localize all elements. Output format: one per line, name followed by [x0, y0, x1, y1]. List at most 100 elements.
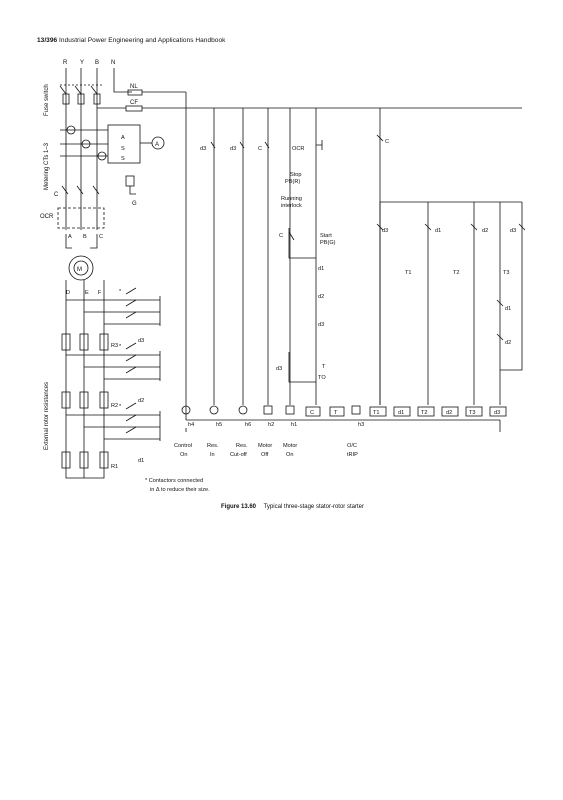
lamp-h3: h3: [358, 422, 364, 428]
start-pb-1: Start: [320, 233, 332, 239]
stop-pb-2: PB(R): [285, 179, 300, 185]
note-line-1: * Contactors connected: [145, 478, 203, 484]
contact-rd: d3: [510, 228, 516, 234]
ocr-label: OCR: [40, 214, 54, 220]
ammeter-label: A: [155, 142, 159, 148]
lamp-h2: h2: [268, 422, 274, 428]
lamp-h6: h6: [245, 422, 251, 428]
ctr-d2: d2: [138, 398, 144, 404]
phase-y: Y: [80, 60, 84, 66]
label-motor-off-2: Off: [261, 452, 269, 458]
indicator-lamps: h4 h5 h6 h2 h1 h3: [181, 405, 364, 428]
motor-label: M: [77, 267, 82, 273]
nl-label: NL: [130, 84, 138, 90]
power-circuit: R Y B N NL CF A S S A: [40, 60, 186, 479]
fuse-switch-label: Fuse switch: [44, 84, 50, 116]
contact-d1: d1: [318, 266, 324, 272]
g-label: G: [132, 201, 137, 207]
ct-s1: S: [121, 146, 125, 152]
label-res-cut-1: Res.: [236, 443, 248, 449]
branch-labels: Control On Res. In Res. Cut-off Motor Of…: [174, 443, 358, 458]
label-motor-on-1: Motor: [283, 443, 297, 449]
stator-c: C: [99, 234, 103, 240]
label-motor-on-2: On: [286, 452, 293, 458]
contact-rf: d2: [505, 340, 511, 346]
coil-t3: T3: [469, 410, 476, 416]
label-motor-off-1: Motor: [258, 443, 272, 449]
contact-re: d1: [505, 306, 511, 312]
control-circuit: d3 d3 C OCR Stop PB(R) Running interlock…: [185, 92, 526, 432]
contact-d2: d2: [318, 294, 324, 300]
res-r2: R2: [111, 403, 118, 409]
lamp-h5: h5: [216, 422, 222, 428]
label-res-in-2: In: [210, 452, 215, 458]
label-res-cut-2: Cut-off: [230, 452, 247, 458]
start-pb-2: PB(G): [320, 240, 336, 246]
running-interlock-2: interlock: [281, 203, 302, 209]
figure-title: Typical three-stage stator-rotor starter: [263, 504, 364, 510]
phase-b: B: [95, 60, 99, 66]
label-oc-1: O/C: [347, 443, 357, 449]
label-control-1: Control: [174, 443, 192, 449]
coil-c: C: [310, 410, 314, 416]
metering-label: Metering CTs 1–3: [44, 142, 50, 190]
star-mark-1: *: [119, 289, 122, 295]
figure-caption: Figure 13.60 Typical three-stage stator-…: [221, 504, 364, 510]
stator-a: A: [68, 234, 72, 240]
ctr-d3: d3: [138, 338, 144, 344]
contact-t1: T1: [405, 270, 412, 276]
coil-t: T: [334, 410, 338, 416]
contact-c3: C: [385, 139, 389, 145]
res-r1: R1: [111, 464, 118, 470]
ext-rotor-label: External rotor resistances: [44, 382, 50, 450]
coil-d3: d3: [494, 410, 500, 416]
contact-d3b: d3: [230, 146, 236, 152]
ct-s2: S: [121, 156, 125, 162]
rotor-e: E: [85, 290, 89, 296]
star-mark-3: *: [119, 404, 122, 410]
contact-d3-ladder: d3: [318, 322, 324, 328]
rotor-f: F: [98, 290, 102, 296]
note-line-2: in Δ to reduce their size.: [150, 487, 210, 493]
contact-d3: d3: [200, 146, 206, 152]
label-control-2: On: [180, 452, 187, 458]
figure-number: Figure 13.60: [221, 504, 257, 510]
ctr-d1: d1: [138, 458, 144, 464]
motor-icon: [68, 255, 94, 281]
contact-rc: d2: [482, 228, 488, 234]
coils: C T T1 d1 T2 d2 T3 d3: [305, 406, 507, 417]
label-oc-2: tRIP: [347, 452, 358, 458]
contact-c1: C: [258, 146, 262, 152]
contact-t3: T3: [503, 270, 510, 276]
coil-t1: T1: [373, 410, 380, 416]
phase-n: N: [111, 60, 115, 66]
page-header: 13/396 Industrial Power Engineering and …: [37, 37, 225, 44]
stator-b: B: [83, 234, 87, 240]
start-contact-c: C: [279, 233, 283, 239]
fuse-switch: [59, 84, 102, 105]
star-mark-2: *: [119, 344, 122, 350]
res-r3: R3: [111, 343, 118, 349]
coil-t2: T2: [421, 410, 428, 416]
coil-d2: d2: [446, 410, 452, 416]
timer-t: T: [322, 364, 326, 370]
contact-rb: d1: [435, 228, 441, 234]
timer-to: TO: [318, 375, 326, 381]
main-contactor-c: C: [54, 192, 59, 198]
cf-label: CF: [130, 100, 138, 106]
contact-d3-timer: d3: [276, 366, 282, 372]
running-interlock-1: Running: [281, 196, 302, 202]
stop-pb-1: Stop: [290, 172, 302, 178]
ocr-contact: OCR: [292, 146, 304, 152]
contact-ra: d3: [382, 228, 388, 234]
phase-r: R: [63, 60, 68, 66]
rotor-contactors: * * * d3 d2 d1: [66, 287, 161, 464]
lamp-h1: h1: [291, 422, 297, 428]
contact-t2: T2: [453, 270, 460, 276]
page-number: 13/396: [37, 37, 58, 44]
metering-cts: A S S A G: [60, 124, 165, 207]
coil-d1: d1: [398, 410, 404, 416]
book-title: Industrial Power Engineering and Applica…: [59, 37, 226, 44]
ct-a: A: [121, 135, 125, 141]
